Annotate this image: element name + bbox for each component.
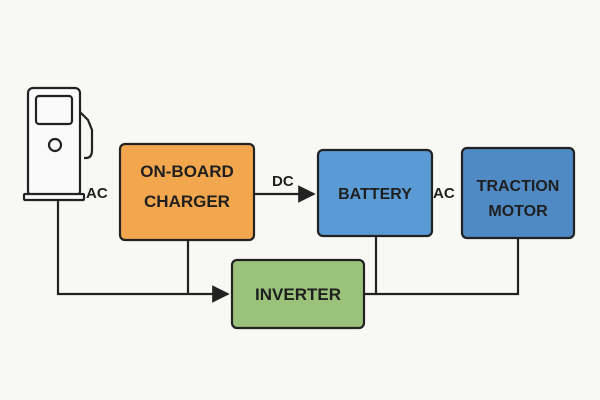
inverter-to-motor-line — [364, 238, 520, 296]
traction-motor-label-line1: TRACTION — [477, 178, 560, 195]
station-to-inverter-line — [56, 200, 230, 303]
traction-motor-box — [460, 146, 576, 240]
inverter-label: INVERTER — [255, 285, 341, 304]
charging-station-icon — [22, 86, 94, 202]
station-cable — [79, 111, 94, 160]
onboard-charger-label-line1: ON-BOARD — [140, 162, 234, 181]
traction-motor-label-line2: MOTOR — [488, 203, 548, 220]
ac-label-left: AC — [86, 185, 108, 202]
ac-label-right: AC — [433, 185, 455, 202]
inverter-box — [230, 258, 366, 330]
station-base — [22, 192, 86, 202]
dc-label: DC — [272, 173, 294, 190]
onboard-charger-box — [118, 142, 256, 242]
battery-label: BATTERY — [338, 186, 412, 203]
station-button — [47, 137, 63, 153]
onboard-charger-label-line2: CHARGER — [144, 192, 230, 211]
battery-box — [316, 148, 434, 238]
station-screen — [34, 94, 74, 126]
connectors — [56, 185, 520, 303]
